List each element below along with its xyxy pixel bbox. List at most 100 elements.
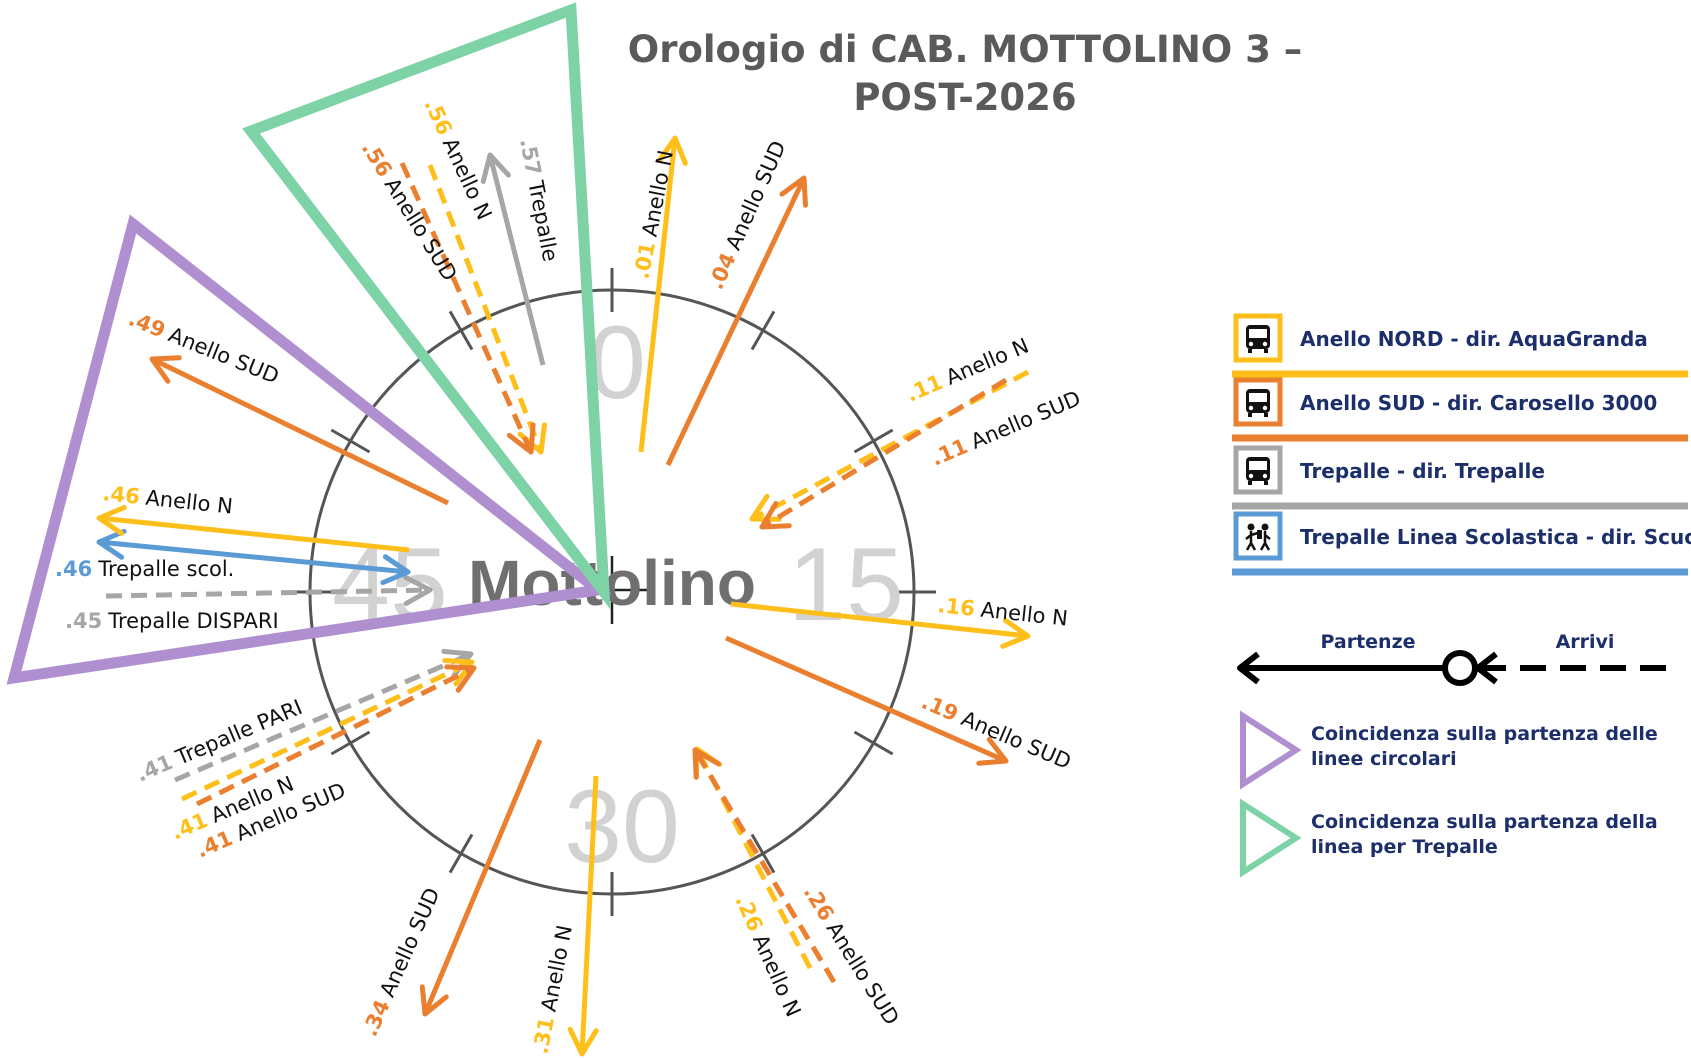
arrow-t41 [174, 648, 474, 783]
arrow-sc46 [96, 528, 411, 586]
label-minute: .31 [528, 1015, 559, 1056]
label-n31: .31Anello N [528, 923, 576, 1056]
label-n11: .11Anello N [903, 333, 1033, 406]
label-minute: .57 [515, 136, 546, 177]
label-s04: .04Anello SUD [704, 137, 791, 293]
hour-label-h30: 30 [564, 769, 680, 885]
station-node [1442, 650, 1478, 686]
legend-item-0: Anello NORD - dir. AquaGranda [1232, 313, 1688, 378]
arrow-t45 [105, 574, 433, 606]
label-minute: .16 [936, 593, 976, 621]
arrow-n31 [567, 775, 599, 1057]
label-line: Anello N [942, 333, 1032, 389]
label-minute: .46 [101, 481, 141, 509]
svg-text:linea per Trepalle: linea per Trepalle [1311, 836, 1498, 858]
label-s11: .11Anello SUD [928, 386, 1085, 471]
label-line: Trepalle PARI [171, 695, 305, 770]
legend-label: Anello NORD - dir. AquaGranda [1300, 327, 1648, 351]
legend-item-2: Trepalle - dir. Trepalle [1232, 445, 1688, 510]
label-minute: .19 [918, 690, 962, 727]
label-line: Anello SUD [375, 884, 444, 1000]
legend-item-3: Trepalle Linea Scolastica - dir. Scuole [1232, 511, 1691, 576]
hour-tick [330, 730, 371, 756]
hour-tick [853, 730, 894, 756]
hour-tick [448, 833, 474, 874]
arrow-s34 [419, 739, 543, 1017]
label-line: Anello SUD [822, 918, 904, 1030]
label-minute: .34 [358, 996, 395, 1040]
label-minute: .26 [799, 881, 839, 925]
label-line: Trepalle scol. [97, 557, 234, 581]
svg-text:Coincidenza sulla partenza del: Coincidenza sulla partenza delle [1311, 723, 1658, 745]
label-minute: .04 [704, 249, 741, 293]
arrow-n41 [180, 657, 475, 802]
label-t41: .41Trepalle PARI [133, 695, 306, 787]
arrow-n46 [96, 505, 410, 553]
arrow-s49 [149, 355, 450, 506]
svg-text:Coincidenza sulla partenza del: Coincidenza sulla partenza della [1311, 811, 1658, 833]
arrow-s11 [759, 377, 1008, 530]
label-minute: .26 [730, 891, 767, 935]
arrow-s26 [692, 747, 837, 984]
label-minute: .45 [65, 609, 102, 633]
label-minute: .56 [419, 95, 456, 139]
hour-tick [448, 310, 474, 351]
arrow-t57 [480, 152, 546, 366]
legend-item-1: Anello SUD - dir. Carosello 3000 [1232, 377, 1688, 442]
svg-text:linee circolari: linee circolari [1311, 748, 1457, 770]
label-minute: .46 [55, 557, 92, 581]
arrow-n16 [730, 601, 1031, 649]
service-arrows [96, 135, 1031, 1057]
label-minute: .01 [629, 240, 660, 281]
label-line: Anello SUD [958, 706, 1075, 774]
label-line: Trepalle [523, 178, 562, 264]
label-n56: .56Anello N [419, 95, 496, 224]
label-t57: .57Trepalle [515, 136, 562, 263]
label-line: Anello SUD [380, 174, 462, 286]
arrow-s04 [665, 175, 808, 467]
hour-tick [330, 428, 371, 454]
label-line: Anello N [144, 486, 234, 519]
label-line: Trepalle DISPARI [107, 609, 278, 633]
hour-tick [750, 833, 776, 874]
coincidence-circolari-key: Coincidenza sulla partenza delle linee ci… [1240, 710, 1658, 790]
departures-label: Partenze [1320, 631, 1415, 653]
bus-icon [1246, 389, 1270, 417]
school-children-icon [1245, 523, 1271, 551]
label-s34: .34Anello SUD [358, 884, 445, 1040]
label-minute: .56 [357, 137, 397, 181]
label-minute: .41 [133, 750, 177, 787]
arrow-s41 [195, 664, 477, 807]
label-line: Anello N [638, 148, 678, 238]
arrow-s56 [399, 161, 536, 455]
coincidence-triangles [6, 2, 612, 685]
arrow-s19 [724, 635, 1009, 766]
label-s26: .26Anello SUD [799, 881, 904, 1029]
legend-label: Anello SUD - dir. Carosello 3000 [1300, 391, 1657, 415]
coincidence-trepalle-triangle [242, 2, 611, 610]
bus-icon [1246, 325, 1270, 353]
label-line: Anello SUD [967, 386, 1084, 454]
label-n01: .01Anello N [629, 148, 677, 281]
label-line: Anello N [438, 134, 497, 223]
diagram-title-line2: POST-2026 [853, 76, 1076, 119]
label-minute: .11 [903, 370, 947, 407]
label-line: Anello N [979, 598, 1069, 631]
label-minute: .11 [928, 434, 972, 471]
hour-tick [750, 310, 776, 351]
hour-label-h15: 15 [788, 527, 904, 643]
hour-tick [853, 428, 894, 454]
label-line: Anello N [537, 923, 577, 1013]
label-n26: .26Anello N [730, 891, 805, 1020]
legend-label: Trepalle - dir. Trepalle [1300, 459, 1545, 483]
coincidence-circolari-triangle [6, 214, 612, 685]
label-minute: .49 [125, 306, 168, 342]
arrow-n01 [638, 135, 688, 453]
